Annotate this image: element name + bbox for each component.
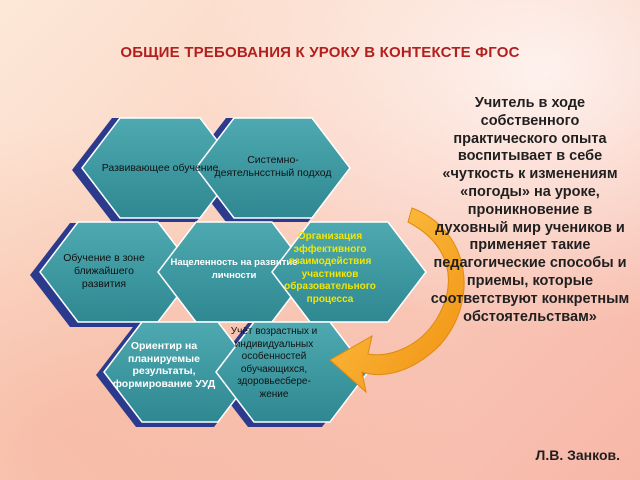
hexagon-mid-left-label: Обучение в зоне ближайшего развития [63,252,145,290]
hexagon-top-right-label: Системно-деятельнсстный подход [214,154,332,179]
quote-author: Л.В. Занков. [535,447,621,463]
curved-arrow [329,207,465,394]
hexagon-top-right [195,117,351,219]
hexagon-mid-right-label: Организация эффективного взаимодействия … [284,231,376,305]
hexagon-bottom-left-label: Ориентир на планируемые результаты, форм… [112,340,216,390]
quote-text: Учитель в ходе собственного практическог… [430,95,630,325]
hexagon-center-label: Нацеленность на развитие личности [170,257,298,281]
page-title: ОБЩИЕ ТРЕБОВАНИЯ К УРОКУ В КОНТЕКСТЕ ФГО… [120,44,520,61]
hexagon-bottom-right-label: Учёт возрастных и индивидуальных особенн… [230,326,318,400]
hexagon-top-left-label: Развивающее обучение [101,162,219,174]
